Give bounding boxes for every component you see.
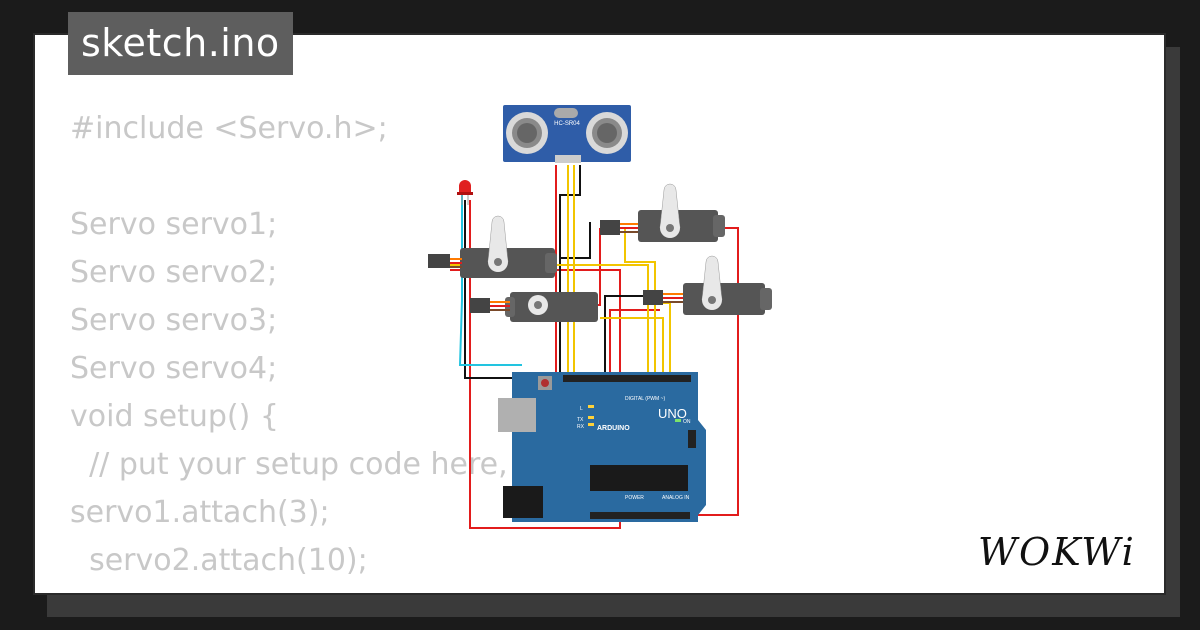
code-line: void setup() {: [70, 399, 279, 434]
rx-label: RX: [577, 424, 585, 430]
on-label: ON: [683, 419, 691, 425]
logo-text: WOKWi: [978, 530, 1136, 574]
analog-label: ANALOG IN: [662, 495, 690, 501]
servo-1[interactable]: [428, 215, 557, 278]
wire-black: [559, 165, 581, 372]
wire-black: [560, 222, 591, 259]
code-line: Servo servo3;: [70, 303, 278, 338]
servo-4[interactable]: [643, 255, 772, 315]
red-led[interactable]: [457, 180, 473, 205]
power-label: POWER: [625, 495, 644, 501]
l-label: L: [580, 406, 583, 412]
wokwi-logo: WOKWi: [978, 530, 1136, 574]
ultrasonic-sensor[interactable]: HC-SR04: [503, 105, 631, 163]
code-line: Servo servo4;: [70, 351, 278, 386]
code-line: #include <Servo.h>;: [70, 111, 388, 146]
wire-black: [464, 200, 560, 379]
code-line: servo3.attach(11);: [70, 585, 508, 593]
sensor-label: HC-SR04: [554, 121, 580, 127]
wire-yellow: [660, 302, 671, 372]
wire-yellow: [600, 317, 664, 372]
code-line: servo1.attach(3);: [70, 495, 330, 530]
servo-3[interactable]: [470, 292, 598, 322]
code-line: Servo servo1;: [70, 207, 278, 242]
file-tab[interactable]: sketch.ino: [68, 12, 293, 75]
board-model: UNO: [658, 406, 687, 421]
wire-red: [450, 200, 621, 529]
code-line: servo2.attach(10);: [70, 543, 368, 578]
wire-cyan: [458, 195, 522, 366]
digital-label: DIGITAL (PWM ~): [625, 396, 665, 402]
wire-red: [609, 309, 660, 372]
servo-2[interactable]: [600, 183, 725, 242]
board-brand: ARDUINO: [597, 425, 630, 432]
wire-black: [604, 295, 655, 372]
tx-label: TX: [577, 417, 584, 423]
code-line: Servo servo2;: [70, 255, 278, 290]
arduino-uno-board[interactable]: UNO ARDUINO DIGITAL (PWM ~) POWER ANALOG…: [498, 372, 706, 522]
